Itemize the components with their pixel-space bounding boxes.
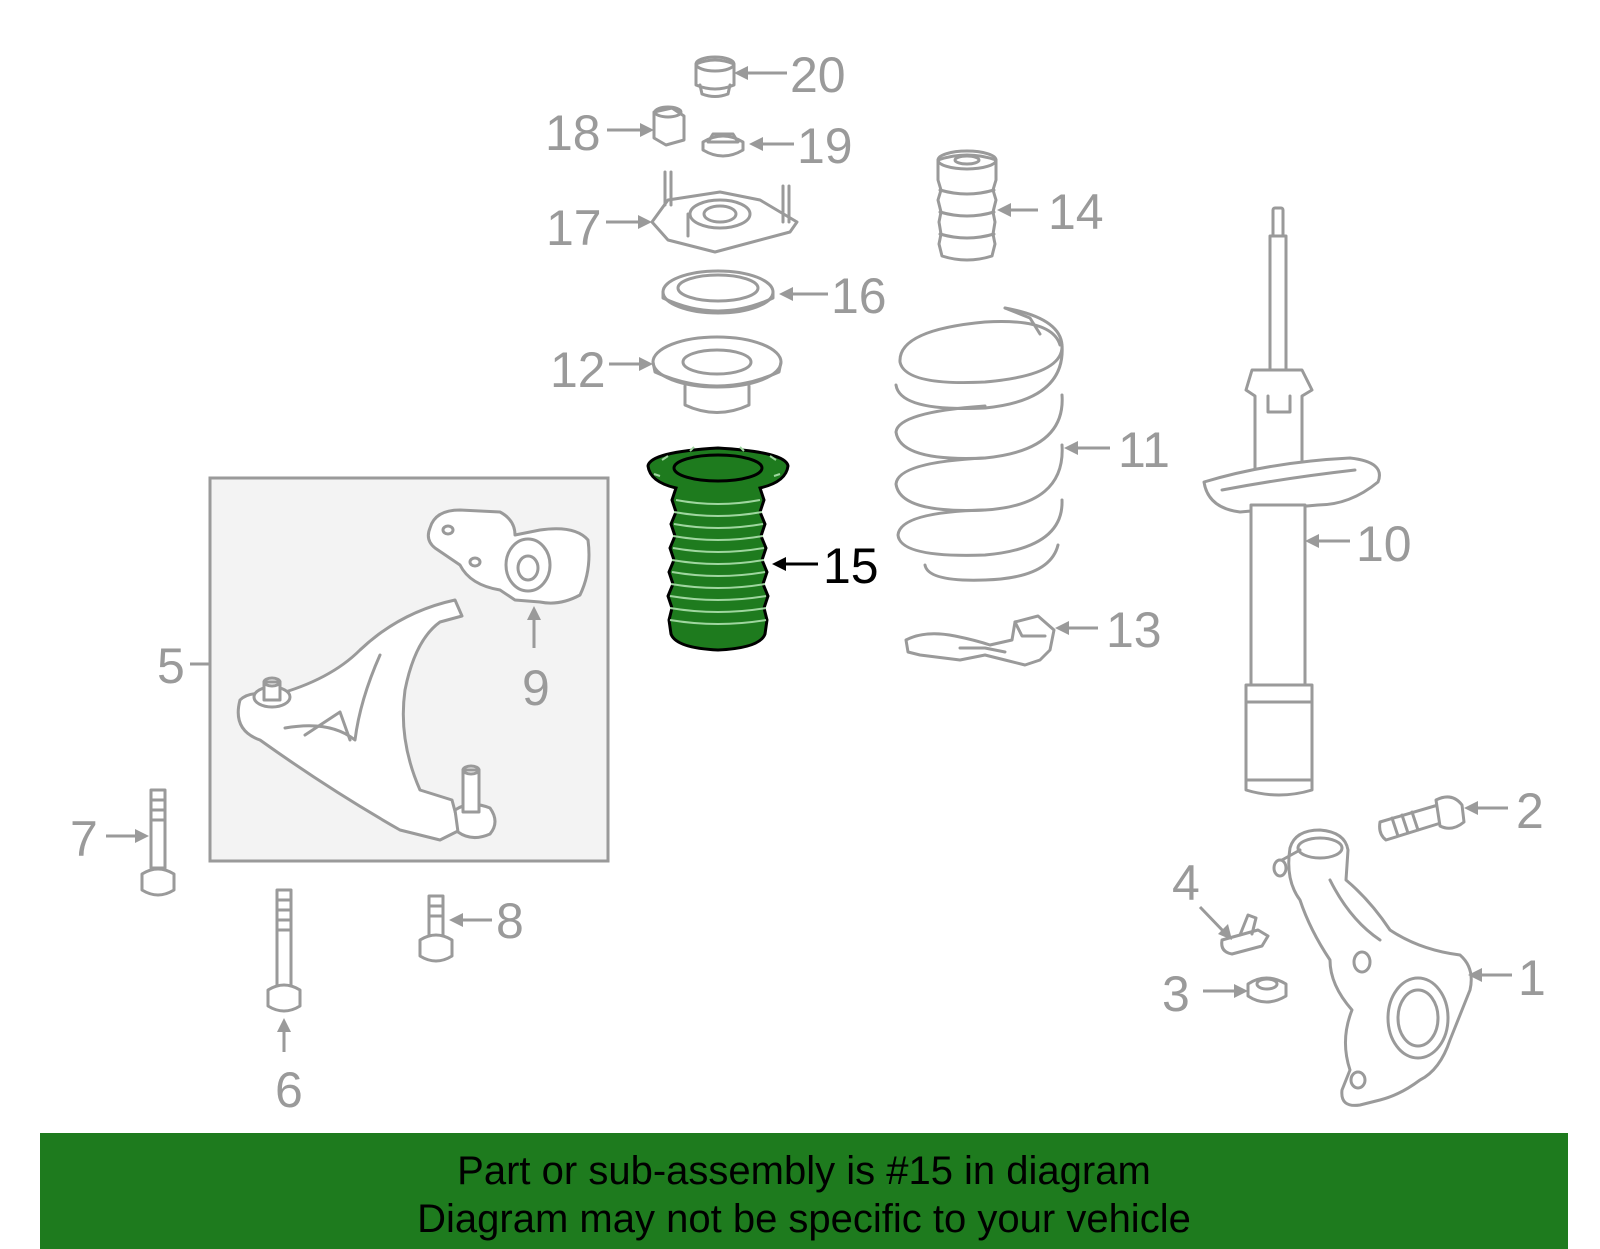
callout-17[interactable]: 17 (546, 200, 602, 256)
part-5-assembly-box[interactable] (208, 476, 610, 863)
part-12[interactable] (651, 335, 783, 414)
callout-11[interactable]: 11 (1118, 422, 1170, 478)
part-14[interactable] (936, 149, 998, 262)
callout-18[interactable]: 18 (545, 105, 601, 161)
part-2[interactable] (1378, 795, 1466, 842)
part-8[interactable] (418, 894, 454, 963)
callout-20[interactable]: 20 (790, 47, 846, 103)
callout-15[interactable]: 15 (823, 538, 879, 594)
callout-16[interactable]: 16 (831, 268, 887, 324)
part-19[interactable] (701, 132, 745, 158)
callout-6[interactable]: 6 (275, 1062, 303, 1118)
part-13[interactable] (904, 614, 1056, 667)
part-6[interactable] (266, 888, 302, 1013)
callout-14[interactable]: 14 (1048, 184, 1104, 240)
part-1[interactable] (1272, 828, 1473, 1107)
part-17[interactable] (650, 170, 799, 254)
banner-line-1: Part or sub-assembly is #15 in diagram (457, 1149, 1151, 1193)
callout-12[interactable]: 12 (550, 342, 606, 398)
part-3[interactable] (1246, 976, 1288, 1004)
callout-13[interactable]: 13 (1106, 602, 1162, 658)
callout-3[interactable]: 3 (1162, 966, 1190, 1022)
callout-7[interactable]: 7 (70, 811, 98, 867)
banner-line-2: Diagram may not be specific to your vehi… (417, 1197, 1191, 1241)
part-7[interactable] (140, 788, 176, 897)
callout-2[interactable]: 2 (1516, 783, 1544, 839)
callout-5[interactable]: 5 (157, 638, 185, 694)
part-18[interactable] (652, 105, 686, 147)
part-20[interactable] (694, 55, 736, 98)
callout-9[interactable]: 9 (522, 660, 550, 716)
part-11[interactable] (894, 306, 1064, 582)
callout-19[interactable]: 19 (797, 118, 853, 174)
info-banner: Part or sub-assembly is #15 in diagram D… (40, 1133, 1568, 1249)
part-4[interactable] (1220, 913, 1270, 956)
part-16[interactable] (661, 269, 775, 315)
callout-1[interactable]: 1 (1518, 950, 1546, 1006)
part-15-dust-boot[interactable] (646, 446, 790, 652)
callout-4[interactable]: 4 (1172, 855, 1200, 911)
callout-10[interactable]: 10 (1356, 516, 1412, 572)
part-10[interactable] (1202, 206, 1381, 797)
callout-8[interactable]: 8 (496, 893, 524, 949)
